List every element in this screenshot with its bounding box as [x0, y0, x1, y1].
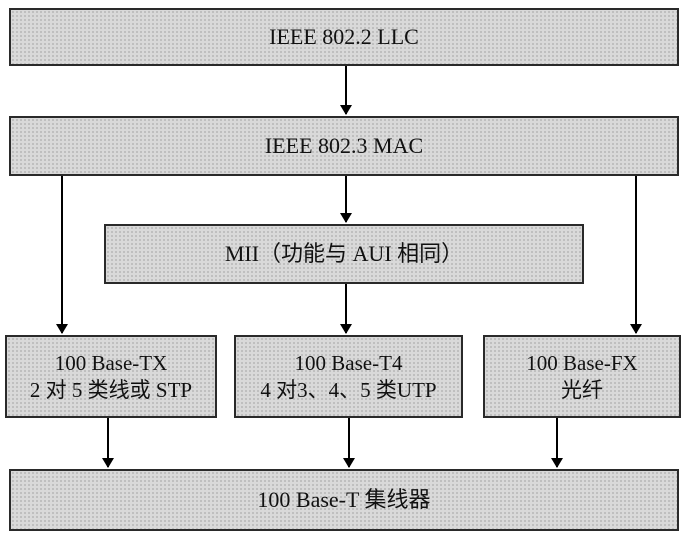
mii-label: MII（功能与 AUI 相同） — [224, 241, 464, 267]
t4-line2: 4 对3、4、5 类UTP — [260, 377, 437, 402]
llc-label: IEEE 802.2 LLC — [269, 24, 419, 50]
fx-box: 100 Base-FX 光纤 — [483, 335, 681, 418]
hub-box: 100 Base-T 集线器 — [9, 469, 679, 531]
mii-box: MII（功能与 AUI 相同） — [104, 224, 584, 284]
mac-label: IEEE 802.3 MAC — [264, 133, 424, 159]
llc-box: IEEE 802.2 LLC — [9, 8, 679, 66]
hub-label: 100 Base-T 集线器 — [257, 487, 431, 513]
fx-line1: 100 Base-FX — [526, 351, 638, 376]
tx-box: 100 Base-TX 2 对 5 类线或 STP — [5, 335, 217, 418]
t4-line1: 100 Base-T4 — [294, 351, 403, 376]
fx-line2: 光纤 — [561, 377, 603, 402]
mac-box: IEEE 802.3 MAC — [9, 116, 679, 176]
tx-line1: 100 Base-TX — [54, 351, 168, 376]
t4-box: 100 Base-T4 4 对3、4、5 类UTP — [234, 335, 463, 418]
tx-line2: 2 对 5 类线或 STP — [29, 377, 193, 402]
